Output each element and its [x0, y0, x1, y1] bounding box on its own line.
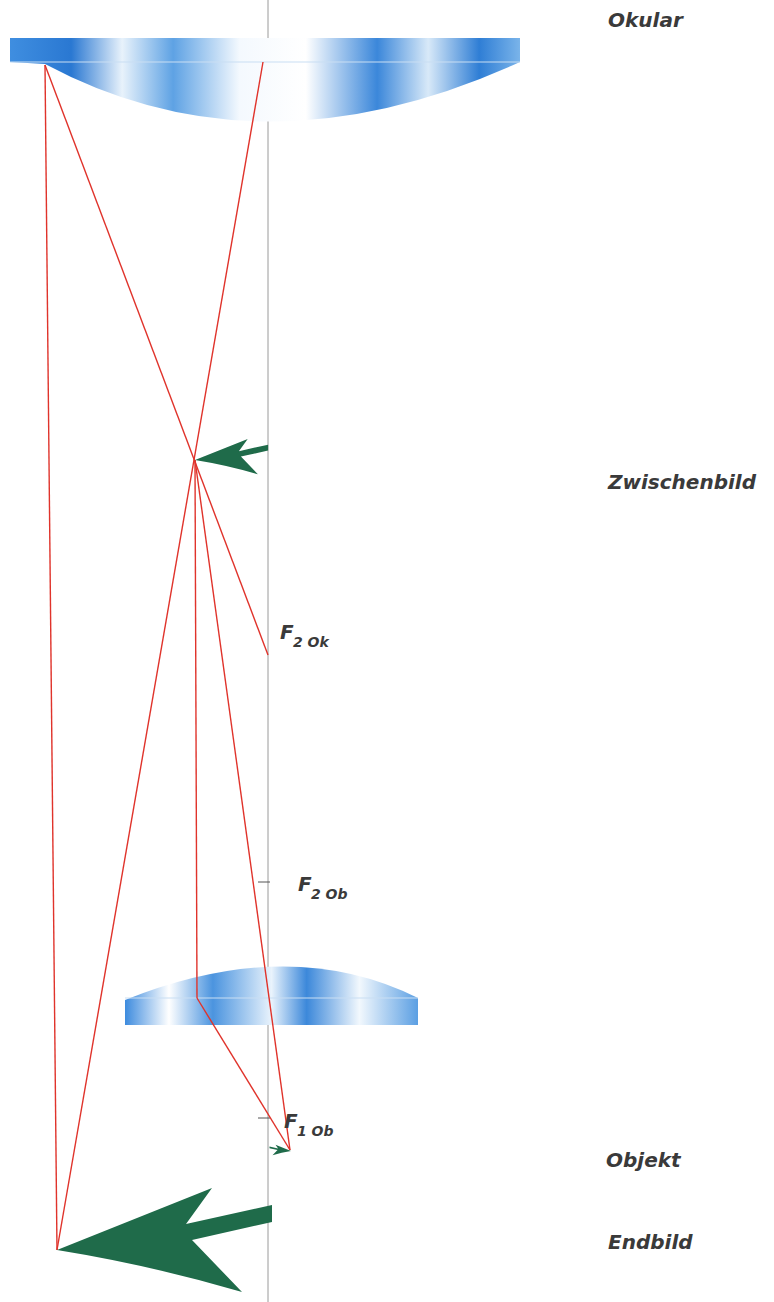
lens-plane: [10, 62, 520, 63]
lens-plane: [125, 998, 418, 999]
intermediate-image-arrow: [195, 439, 268, 474]
focal-tick: [258, 1118, 270, 1119]
image-arrows: [57, 439, 291, 1292]
focal-subscript: 1 Ob: [297, 1124, 334, 1138]
focal-tick: [258, 882, 270, 883]
focal-label: F: [284, 1111, 298, 1131]
object-arrow: [270, 1145, 292, 1155]
part-label: Objekt: [606, 1150, 681, 1170]
focal-subscript: 2 Ok: [293, 635, 329, 649]
final-image-arrow: [57, 1188, 272, 1292]
part-label: Endbild: [608, 1232, 693, 1252]
optical-axis: [268, 0, 269, 1302]
eyepiece-lens: [10, 38, 520, 122]
part-label: Zwischenbild: [608, 472, 756, 492]
focal-label: F: [280, 622, 294, 642]
light-rays: [45, 62, 290, 1250]
focal-subscript: 2 Ob: [311, 887, 348, 901]
focal-label: F: [298, 874, 312, 894]
part-label: Okular: [608, 10, 683, 30]
